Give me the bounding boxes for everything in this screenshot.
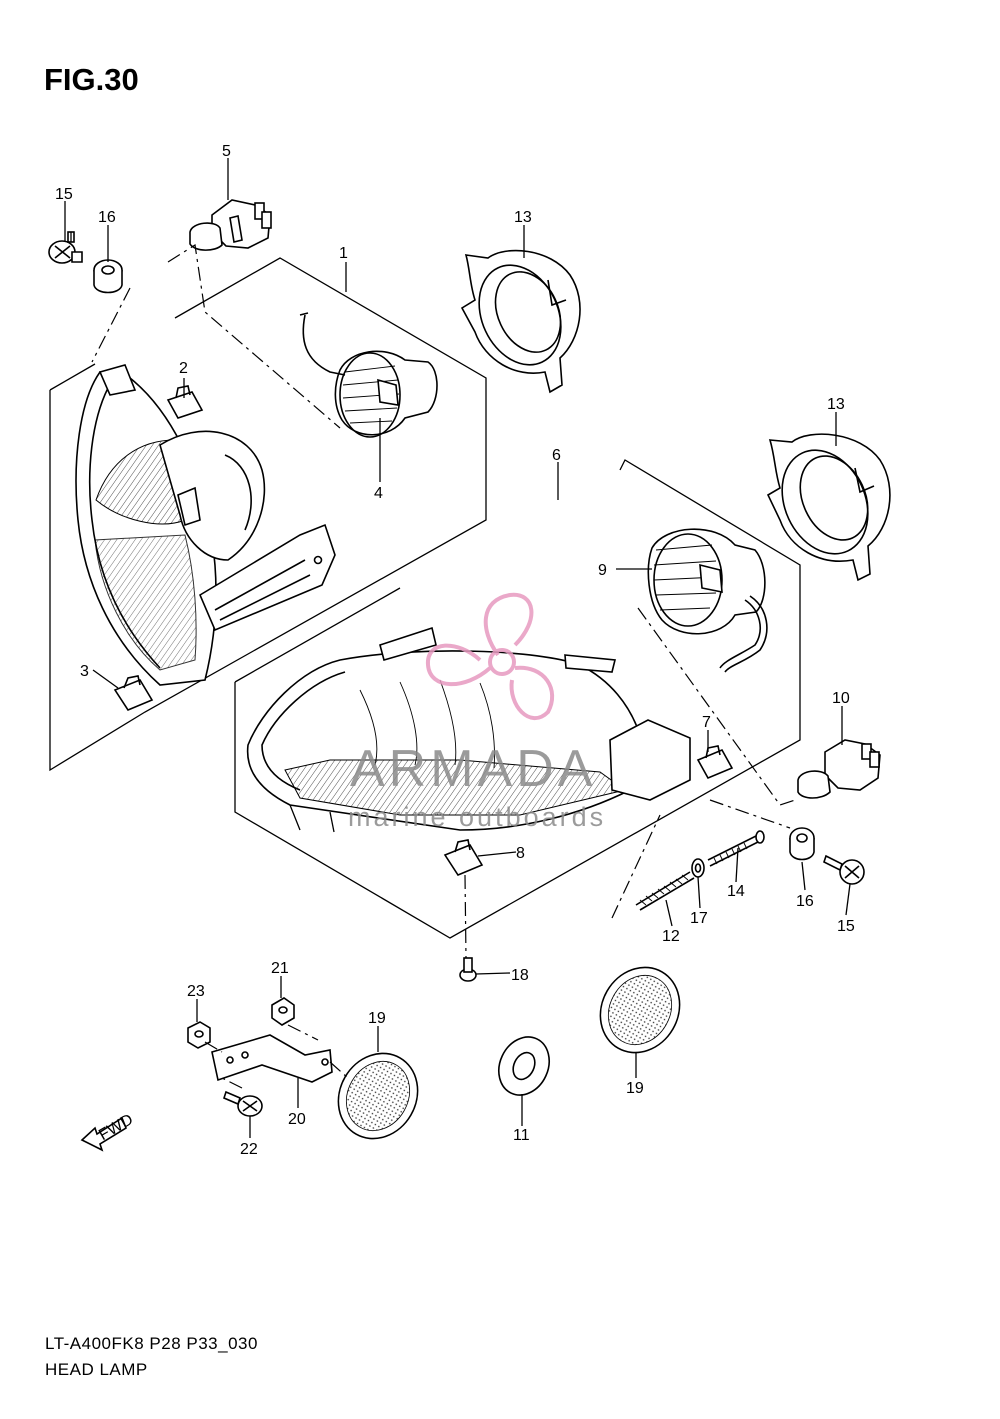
left-bulb-socket [299, 312, 438, 438]
left-headlight-bulb [189, 199, 272, 251]
forward-label: FWD [96, 1111, 136, 1144]
clip-nut-7 [696, 745, 734, 780]
watermark-brand: ARMADA [350, 740, 596, 798]
upper-bulb-holder-ring [460, 249, 581, 394]
callout-16-upper: 16 [98, 209, 116, 226]
right-headlamp-assembly-frame [234, 459, 801, 939]
nut-21 [271, 997, 295, 1026]
callout-17: 17 [690, 910, 708, 927]
lower-right-screw [823, 854, 865, 885]
lower-bulb-holder-ring [766, 433, 891, 582]
assembly-guide-lines [91, 244, 796, 1089]
callout-16-lower: 16 [796, 893, 814, 910]
callout-6: 6 [552, 447, 561, 464]
callout-19-right: 19 [626, 1080, 644, 1097]
figure-code: LT-A400FK8 P28 P33_030 [45, 1334, 258, 1353]
reflector-bracket [211, 1034, 333, 1083]
callout-18: 18 [511, 967, 529, 984]
callout-8: 8 [516, 845, 525, 862]
callout-2: 2 [179, 360, 188, 377]
callout-10: 10 [832, 690, 850, 707]
clip-nut-2 [166, 385, 204, 419]
adjuster-spring [635, 871, 695, 911]
callout-21: 21 [271, 960, 289, 977]
right-headlamp-housing [246, 626, 691, 833]
callout-11: 11 [513, 1127, 530, 1144]
callout-7: 7 [702, 714, 711, 731]
forward-direction-arrow: FWD [80, 1111, 136, 1152]
adjuster-washer [691, 858, 705, 878]
callout-13-lower: 13 [827, 396, 845, 413]
callout-3: 3 [80, 663, 89, 680]
bracket-screw-22 [223, 1090, 263, 1117]
clip-nut-8 [443, 839, 484, 876]
left-headlamp-assembly-frame [49, 257, 487, 772]
upper-left-screw [48, 231, 83, 264]
callout-23: 23 [187, 983, 205, 1000]
right-bulb-socket [647, 528, 768, 673]
callout-5: 5 [222, 143, 231, 160]
callout-leader-lines [64, 158, 851, 1138]
left-headlamp-housing [75, 364, 336, 686]
figure-title: FIG.30 [44, 62, 139, 97]
callout-19-left: 19 [368, 1010, 386, 1027]
watermark-tagline: marine outboards [348, 802, 606, 832]
nut-23 [187, 1021, 211, 1049]
clip-nut-3 [113, 675, 154, 711]
callout-4: 4 [374, 485, 383, 502]
callout-15-lower: 15 [837, 918, 855, 935]
callout-9: 9 [598, 562, 607, 579]
callout-22: 22 [240, 1141, 258, 1158]
figure-name: HEAD LAMP [45, 1360, 148, 1379]
callout-15-upper: 15 [55, 186, 73, 203]
propeller-logo [425, 592, 555, 720]
callout-1: 1 [339, 245, 348, 262]
callout-numbers: 1 2 3 4 5 6 7 8 9 10 11 12 13 13 14 15 1… [55, 143, 855, 1158]
upper-left-grommet [93, 259, 123, 294]
callout-20: 20 [288, 1111, 306, 1128]
callout-12: 12 [662, 928, 680, 945]
callout-14: 14 [727, 883, 745, 900]
callout-13-upper: 13 [514, 209, 532, 226]
right-reflector [599, 966, 681, 1054]
adjuster-screw [707, 830, 765, 867]
reflector-grommet [498, 1036, 550, 1096]
mounting-screw-18 [459, 957, 477, 982]
lower-right-grommet [789, 827, 815, 861]
right-headlight-bulb [797, 739, 881, 799]
watermark: ARMADA marine outboards [348, 592, 606, 832]
left-reflector [337, 1052, 419, 1140]
